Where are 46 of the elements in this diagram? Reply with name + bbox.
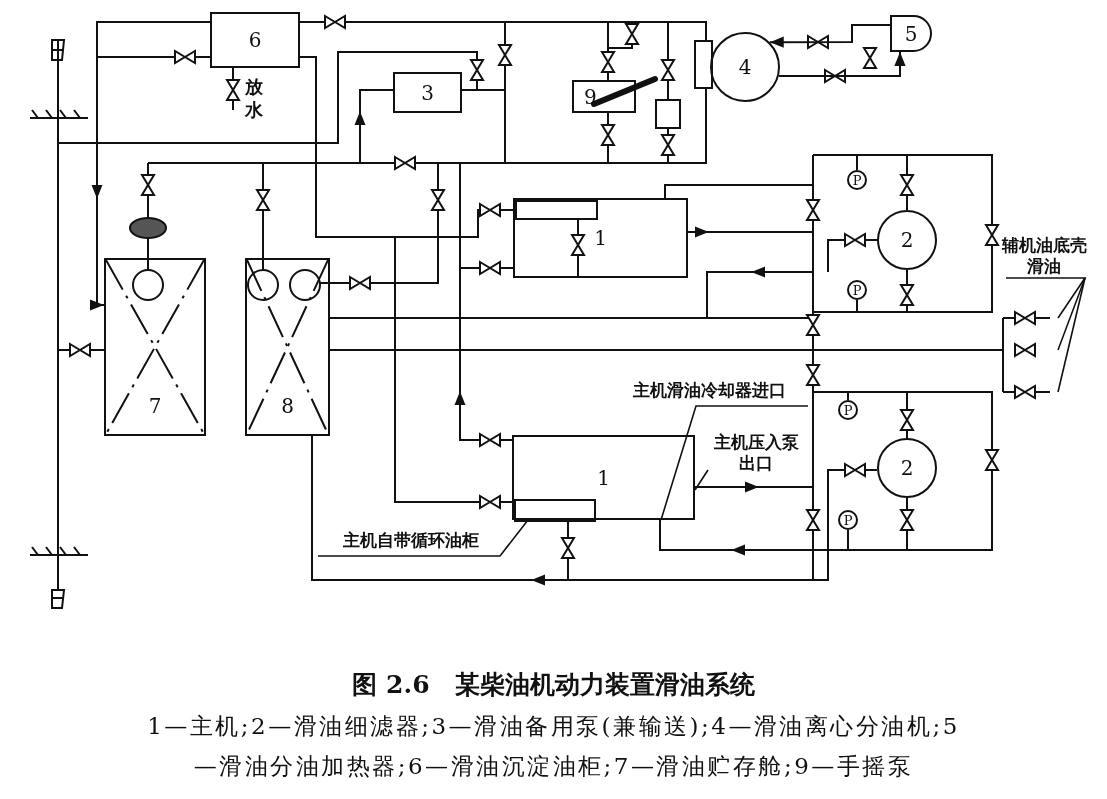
pressure-gauge-symbol: [847, 280, 867, 300]
pipe-arrow: [768, 24, 891, 48]
number-label: P: [852, 283, 862, 297]
figure-title: 图 2.6 某柴油机动力装置滑油系统: [351, 669, 756, 701]
number-label: 4: [738, 57, 752, 77]
pipe-arrow: [777, 51, 906, 77]
compartment-box: [515, 200, 598, 220]
equipment-box: [513, 198, 688, 278]
figure-caption: 1—主机;2—滑油细滤器;3—滑油备用泵(兼输送);4—滑油离心分油机;5—滑油分油加热器;6—滑油沉淀油柜;7—滑油贮存舱;9—手摇泵: [146, 712, 961, 781]
annotation-text: 辅机油底壳滑油: [1000, 234, 1088, 278]
leader-line: [317, 519, 529, 557]
leader-line: [1057, 277, 1086, 393]
compartment-box: [514, 499, 596, 522]
heater-symbol: [890, 15, 932, 52]
annotation-text: 主机压入泵出口: [712, 431, 800, 475]
equipment-circle: [877, 438, 937, 498]
pressure-gauge-symbol: [847, 170, 867, 190]
number-label: 1: [597, 467, 610, 488]
number-label: 7: [148, 396, 162, 416]
equipment-circle: [877, 210, 937, 270]
annotation-text: 主机自带循环油柜: [341, 530, 480, 552]
leader-line: [694, 469, 709, 491]
equipment-circle: [710, 32, 780, 102]
number-label: 9: [584, 86, 597, 107]
pipe-arrow: [90, 21, 211, 311]
number-label: 1: [594, 228, 607, 248]
equipment-box: [210, 12, 300, 68]
number-label: P: [843, 513, 853, 527]
annotation-text: 主机滑油冷却器进口: [631, 380, 787, 402]
equipment-box: [512, 435, 695, 520]
leader-line: [1057, 277, 1086, 351]
number-label: P: [843, 403, 853, 417]
number-label: 3: [421, 82, 434, 103]
number-label: 6: [248, 30, 262, 50]
equipment-box: [393, 72, 462, 113]
number-label: 5: [904, 23, 918, 44]
annotation-text: 放水: [243, 76, 264, 121]
pressure-gauge-symbol: [838, 510, 858, 530]
leader-line: [1005, 277, 1087, 319]
leader-line: [660, 405, 809, 521]
number-label: 2: [900, 458, 914, 478]
hand-pump-box: [572, 80, 636, 113]
pressure-gauge-symbol: [838, 400, 858, 420]
number-label: 2: [900, 230, 914, 250]
number-label: P: [852, 173, 862, 187]
number-label: 8: [281, 396, 294, 416]
